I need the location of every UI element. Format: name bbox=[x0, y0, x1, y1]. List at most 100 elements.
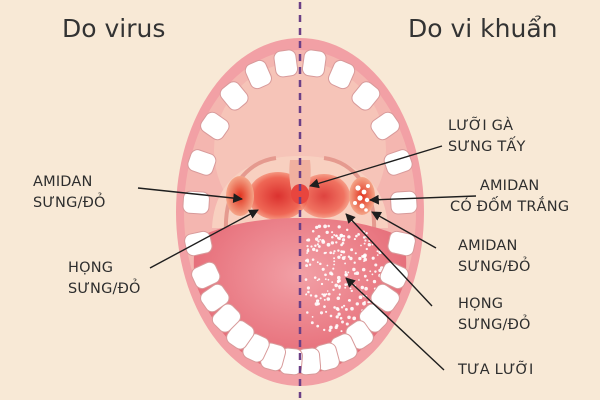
label-bacteria-throat: HỌNG SƯNG/ĐỎ bbox=[458, 296, 531, 333]
coating-dot bbox=[311, 229, 315, 233]
coating-dot bbox=[304, 259, 308, 262]
coating-dot bbox=[347, 315, 351, 320]
coating-dot bbox=[365, 247, 368, 251]
coating-dot bbox=[320, 282, 324, 286]
coating-dot bbox=[364, 286, 368, 291]
coating-dot bbox=[336, 275, 341, 280]
coating-dot bbox=[321, 293, 324, 296]
tooth bbox=[200, 111, 230, 141]
coating-dot bbox=[330, 241, 335, 245]
coating-dot bbox=[313, 276, 317, 279]
coating-dot bbox=[309, 294, 313, 297]
coating-dot bbox=[318, 245, 321, 248]
coating-dot bbox=[347, 255, 351, 258]
coating-dot bbox=[307, 290, 310, 294]
coating-dot bbox=[333, 257, 336, 260]
coating-dot bbox=[340, 243, 343, 247]
coating-dot bbox=[335, 306, 339, 311]
coating-dot bbox=[352, 316, 357, 321]
coating-dot bbox=[342, 234, 346, 238]
coating-dot bbox=[326, 242, 331, 247]
coating-dot bbox=[339, 316, 343, 320]
coating-dot bbox=[371, 243, 374, 246]
coating-dot bbox=[355, 302, 359, 306]
coating-dot bbox=[308, 263, 312, 266]
coating-dot bbox=[315, 249, 319, 252]
coating-dot bbox=[314, 302, 319, 306]
coating-dot bbox=[323, 298, 326, 301]
coating-dot bbox=[341, 320, 344, 324]
arrow-bacteria-throat bbox=[345, 213, 433, 307]
coating-dot bbox=[314, 244, 317, 247]
coating-dot bbox=[374, 263, 378, 267]
tooth bbox=[244, 59, 272, 90]
coating-dot bbox=[360, 244, 362, 247]
coating-dot bbox=[348, 299, 351, 302]
coating-dot bbox=[352, 267, 356, 272]
tooth bbox=[370, 283, 400, 313]
coating-dot bbox=[314, 237, 319, 241]
coating-dot bbox=[319, 311, 324, 315]
coating-dot bbox=[326, 290, 329, 292]
coating-dot bbox=[355, 271, 360, 276]
coating-dot bbox=[364, 239, 367, 242]
coating-dot bbox=[310, 245, 313, 248]
coating-dot bbox=[360, 285, 364, 290]
coating-dot bbox=[362, 254, 367, 259]
coating-dot bbox=[321, 267, 325, 271]
coating-dot bbox=[307, 248, 310, 251]
coating-dot bbox=[328, 328, 332, 332]
coating-dot bbox=[345, 322, 349, 326]
tonsil-white-spots bbox=[353, 184, 370, 212]
tonsil-left bbox=[226, 176, 254, 216]
coating-dot bbox=[332, 252, 335, 255]
coating-dot bbox=[323, 305, 326, 308]
coating-dot bbox=[334, 283, 339, 288]
coating-dot bbox=[365, 232, 368, 235]
coating-dot bbox=[341, 238, 346, 242]
coating-dot bbox=[329, 314, 333, 318]
label-bacteria-tonsils: AMIDAN SƯNG/ĐỎ bbox=[458, 238, 531, 275]
coating-dot bbox=[335, 234, 338, 238]
coating-dot bbox=[329, 325, 333, 330]
title-virus: Do virus bbox=[62, 14, 166, 43]
coating-dot bbox=[331, 231, 334, 234]
coating-dot bbox=[361, 267, 366, 272]
coating-dot bbox=[340, 253, 343, 257]
coating-dot bbox=[305, 293, 308, 296]
arrow-bacteria-tonsils bbox=[371, 211, 437, 249]
tonsil-right bbox=[349, 177, 375, 215]
coating-dot bbox=[344, 271, 347, 274]
coating-dot bbox=[363, 260, 365, 263]
lower-teeth bbox=[191, 261, 409, 376]
coating-dot bbox=[306, 239, 309, 242]
coating-dot bbox=[374, 270, 377, 273]
tooth bbox=[379, 261, 409, 290]
coating-dot bbox=[376, 250, 379, 253]
tooth bbox=[301, 49, 327, 78]
arrow-virus-throat bbox=[149, 209, 259, 269]
coating-dot bbox=[347, 235, 351, 239]
tooth bbox=[273, 49, 299, 78]
coating-dot bbox=[337, 284, 342, 289]
coating-dot bbox=[327, 278, 330, 281]
coating-dot bbox=[318, 278, 321, 281]
coating-dot bbox=[338, 237, 341, 241]
coating-dot bbox=[321, 240, 326, 244]
coating-dot bbox=[327, 224, 331, 228]
coating-dot bbox=[332, 288, 335, 291]
coating-dot bbox=[366, 279, 369, 282]
coating-dot bbox=[319, 297, 322, 300]
tooth bbox=[211, 303, 242, 333]
coating-dot bbox=[317, 240, 320, 243]
coating-dot bbox=[344, 262, 347, 265]
coating-dot bbox=[344, 286, 347, 289]
coating-dot bbox=[358, 279, 360, 281]
upper-teeth bbox=[182, 49, 418, 257]
label-uvula: LƯỠI GÀ SƯNG TẤY bbox=[448, 118, 526, 155]
coating-dot bbox=[316, 279, 319, 282]
coating-dot bbox=[340, 306, 344, 309]
coating-dot bbox=[369, 270, 372, 273]
coating-dot bbox=[314, 294, 318, 298]
